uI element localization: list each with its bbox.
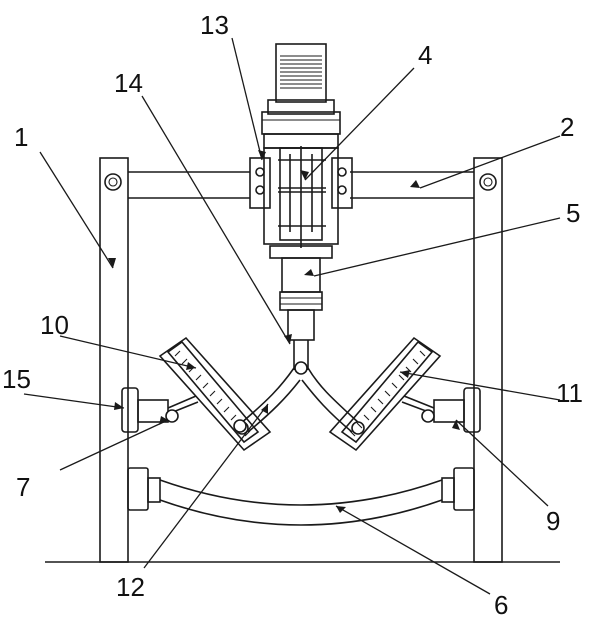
right-bracket-link xyxy=(401,387,481,433)
bottom-curved-tube xyxy=(127,467,475,526)
right-plate-assembly xyxy=(328,336,442,452)
label-9: 9 xyxy=(546,506,560,536)
top-crossbeam xyxy=(128,171,474,199)
label-1: 1 xyxy=(14,122,28,152)
left-plate-assembly xyxy=(158,336,272,452)
label-12: 12 xyxy=(116,572,145,602)
label-15: 15 xyxy=(2,364,31,394)
label-5: 5 xyxy=(566,198,580,228)
label-11: 11 xyxy=(556,378,583,408)
label-10: 10 xyxy=(40,310,69,340)
left-bracket-link xyxy=(121,387,247,433)
label-4: 4 xyxy=(418,40,432,70)
left-frame-column xyxy=(99,157,129,563)
label-7: 7 xyxy=(16,472,30,502)
right-frame-column xyxy=(473,157,503,563)
label-2: 2 xyxy=(560,112,574,142)
leader-lines xyxy=(23,37,561,595)
label-13: 13 xyxy=(200,10,229,40)
label-14: 14 xyxy=(114,68,143,98)
coupling-housing xyxy=(249,133,353,248)
motor xyxy=(261,43,341,135)
y-branch-arms xyxy=(235,361,365,435)
label-6: 6 xyxy=(494,590,508,620)
vertical-shaft xyxy=(269,245,333,370)
